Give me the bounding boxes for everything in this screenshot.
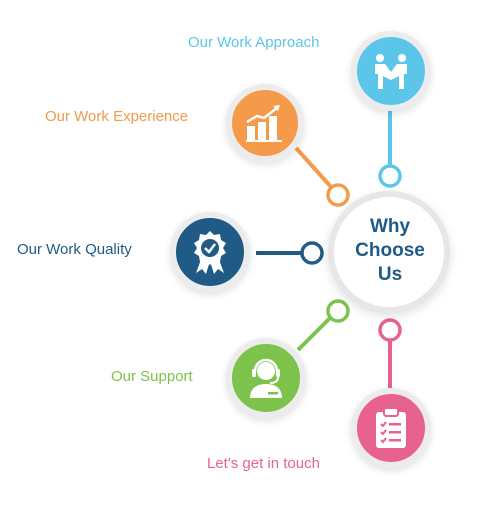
clipboard-checklist-icon: [376, 407, 406, 448]
hub-line-1: Why: [369, 216, 411, 237]
label-experience: Our Work Experience: [45, 108, 189, 125]
label-approach: Our Work Approach: [188, 34, 320, 51]
node-quality[interactable]: [170, 212, 250, 292]
quality-badge-icon: [194, 231, 226, 274]
connector-dot-experience: [326, 183, 350, 207]
hub-line-3: Us: [377, 264, 403, 285]
hub-circle: [328, 191, 450, 313]
connector-support: [296, 316, 332, 352]
connector-dot-quality: [300, 241, 324, 265]
connector-dot-touch: [378, 318, 402, 342]
node-touch[interactable]: [351, 388, 431, 468]
headset-agent-icon: [250, 358, 282, 398]
node-approach[interactable]: [351, 31, 431, 111]
handshake-icon: [375, 54, 407, 89]
label-support: Our Support: [111, 368, 193, 385]
label-touch: Let's get in touch: [207, 455, 320, 472]
connector-experience: [294, 146, 334, 190]
hub-title: Why Choose Us: [340, 215, 440, 287]
connector-dot-support: [326, 299, 350, 323]
node-experience[interactable]: [226, 84, 304, 162]
label-quality: Our Work Quality: [17, 241, 132, 258]
growth-chart-icon: [246, 105, 282, 142]
hub-line-2: Choose: [355, 240, 425, 261]
connector-dot-approach: [378, 164, 402, 188]
node-support[interactable]: [226, 338, 306, 418]
